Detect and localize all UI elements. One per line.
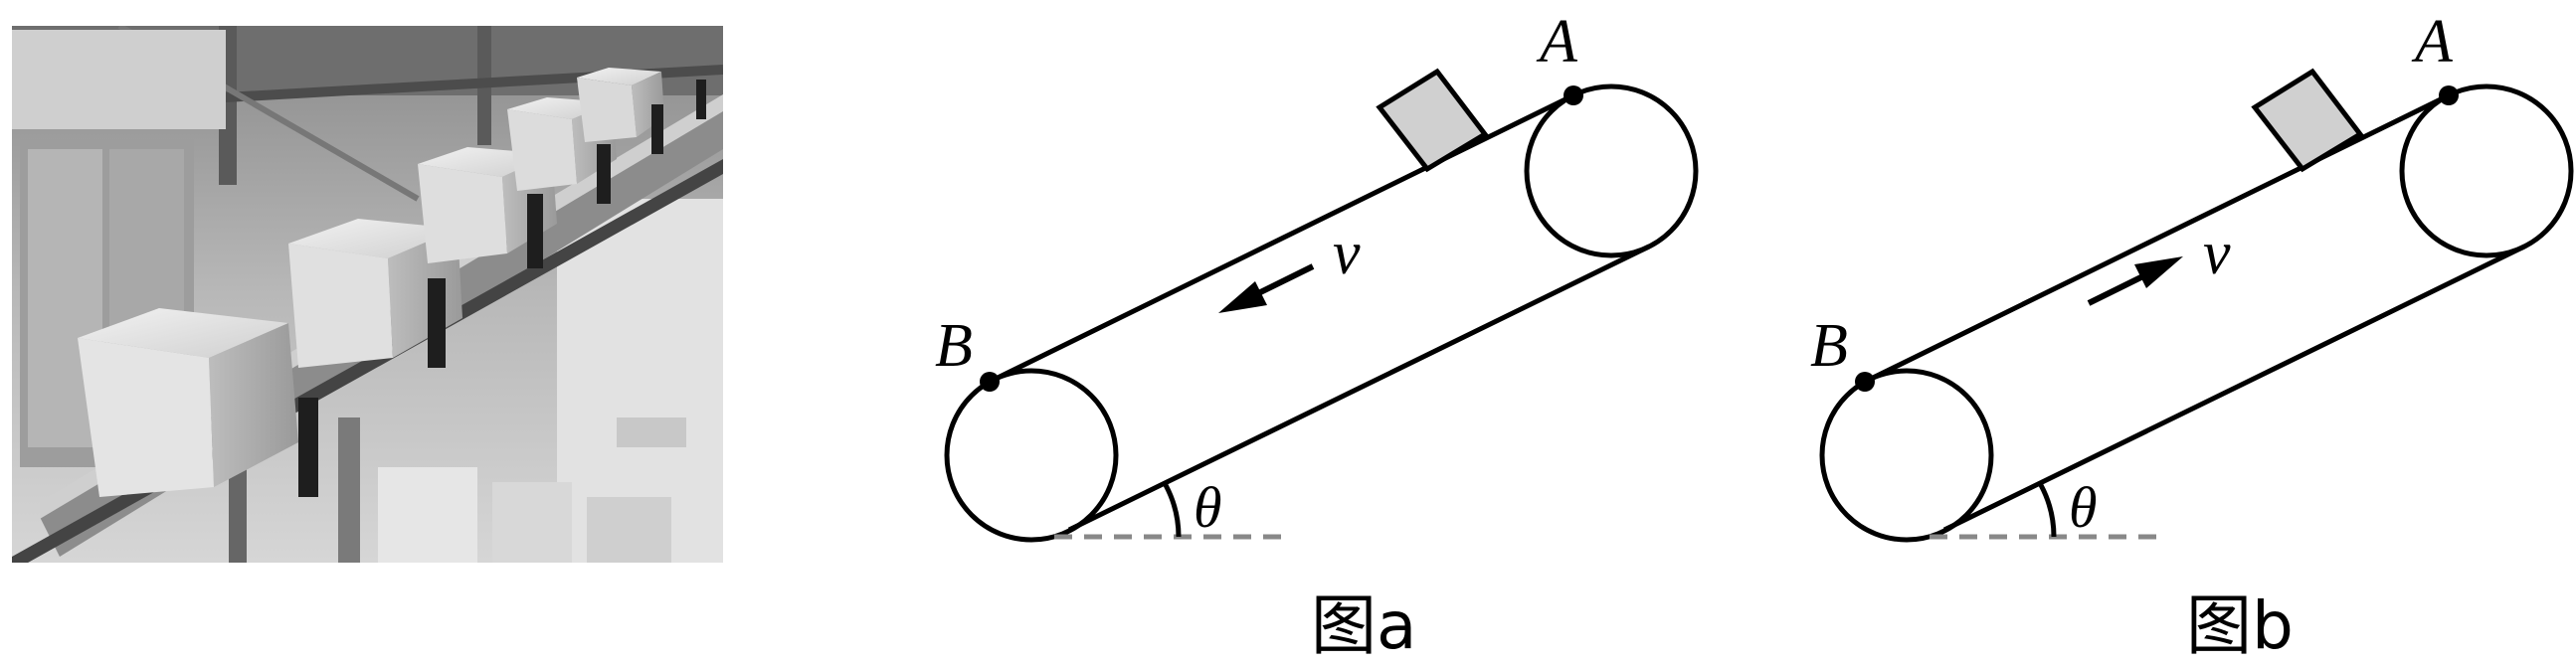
label-A-b: A bbox=[2411, 8, 2454, 76]
label-A-a: A bbox=[1536, 8, 1578, 76]
roller-bottom-b bbox=[1819, 368, 1994, 543]
belt-lower-a bbox=[1067, 244, 1651, 533]
box-a bbox=[1376, 68, 1489, 173]
angle-arc-b bbox=[2038, 483, 2057, 538]
conveyor-photo bbox=[12, 26, 723, 563]
photo-boxes bbox=[78, 68, 664, 497]
label-theta-a: θ bbox=[1194, 475, 1222, 540]
belt-upper-a bbox=[988, 92, 1575, 385]
label-theta-b: θ bbox=[2069, 475, 2098, 540]
point-B-dot-a bbox=[980, 372, 1000, 392]
caption-a: 图a bbox=[1311, 587, 1416, 664]
point-A-dot-b bbox=[2439, 85, 2459, 105]
velocity-arrowhead-a bbox=[1218, 281, 1267, 313]
roller-top-b bbox=[2399, 83, 2574, 258]
label-B-b: B bbox=[1810, 312, 1848, 380]
label-B-a: B bbox=[935, 312, 973, 380]
label-v-b: v bbox=[2203, 220, 2231, 287]
point-B-dot-b bbox=[1855, 372, 1875, 392]
figure-a bbox=[944, 68, 1699, 543]
roller-top-a bbox=[1524, 83, 1699, 258]
velocity-arrowhead-b bbox=[2134, 256, 2183, 288]
box-b bbox=[2251, 68, 2364, 173]
caption-b: 图b bbox=[2186, 587, 2294, 664]
angle-arc-a bbox=[1163, 483, 1182, 538]
figure-b bbox=[1819, 68, 2574, 543]
roller-bottom-a bbox=[944, 368, 1119, 543]
belt-upper-b bbox=[1863, 92, 2451, 385]
belt-lower-b bbox=[1942, 244, 2526, 533]
point-A-dot-a bbox=[1564, 85, 1583, 105]
photo-guide-posts bbox=[298, 80, 706, 497]
label-v-a: v bbox=[1333, 220, 1361, 287]
